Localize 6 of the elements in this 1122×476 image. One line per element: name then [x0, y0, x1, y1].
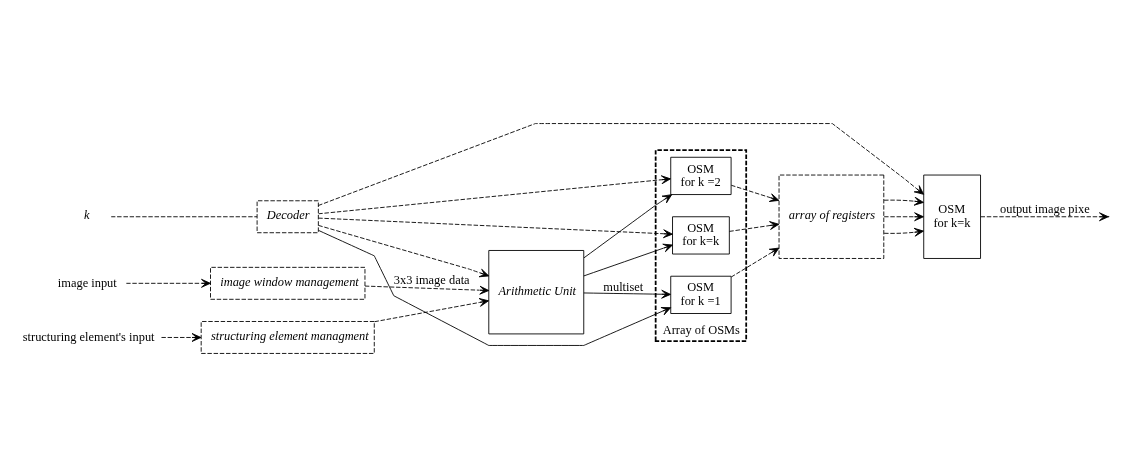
node-text: k: [84, 207, 90, 222]
node-text: structuring element's input: [22, 329, 155, 344]
edge-label: multiset: [603, 279, 644, 294]
edge-label: 3x3 image data: [393, 272, 470, 287]
node-text: image input: [57, 275, 117, 290]
edge-label: output image pixe: [1000, 201, 1090, 216]
